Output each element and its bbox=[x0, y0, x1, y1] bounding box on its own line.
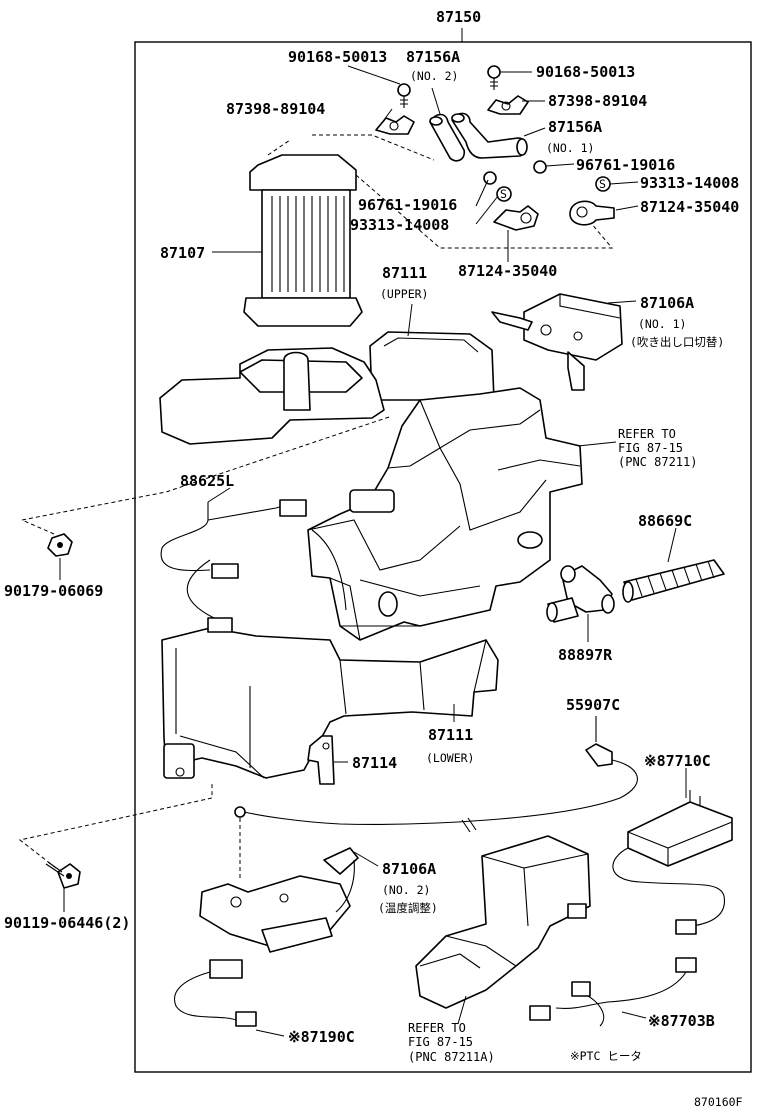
sensor-87190c-part[interactable] bbox=[174, 959, 257, 1027]
assembly-frame bbox=[134, 41, 752, 1073]
clamp-right-part[interactable] bbox=[487, 95, 529, 115]
label-wire-harness: 88625L bbox=[180, 472, 234, 490]
oring-left-part[interactable] bbox=[483, 171, 497, 185]
label-case-upper: 87111 bbox=[382, 264, 427, 282]
hose-part[interactable] bbox=[622, 559, 725, 603]
sensor-55907c-part[interactable] bbox=[234, 716, 638, 880]
bracket-part[interactable] bbox=[307, 735, 335, 785]
label-refer-bottom-2: FIG 87-15 bbox=[408, 1035, 473, 1049]
label-refer-top-3: (PNC 87211) bbox=[618, 455, 697, 469]
label-servo-no2-sub: (NO. 2) bbox=[382, 883, 430, 897]
clamp-left-part[interactable] bbox=[375, 115, 415, 135]
resistor-part[interactable] bbox=[612, 790, 733, 935]
pipe-no1-part[interactable] bbox=[451, 112, 528, 159]
label-servo-no1-sub: (NO. 1) bbox=[638, 317, 686, 331]
heater-core-part[interactable] bbox=[243, 154, 363, 327]
label-servo-no2-jp: (温度調整) bbox=[378, 901, 438, 915]
nut-part[interactable] bbox=[47, 533, 73, 557]
label-fig-code: 870160F bbox=[694, 1095, 743, 1109]
label-hose: 88669C bbox=[638, 512, 692, 530]
label-pipe-no2: 87156A bbox=[406, 48, 460, 66]
screw-top-part[interactable] bbox=[397, 83, 411, 108]
label-bracket: 87114 bbox=[352, 754, 397, 772]
label-refer-bottom-1: REFER TO bbox=[408, 1021, 466, 1035]
label-case-upper-sub: (UPPER) bbox=[380, 287, 428, 301]
label-ptc-heater: ※87703B bbox=[648, 1012, 715, 1030]
screw-bottom-part[interactable] bbox=[45, 861, 81, 889]
label-sensor-lower: ※87190C bbox=[288, 1028, 355, 1046]
water-valve-part[interactable] bbox=[546, 565, 615, 623]
servo-no2-part[interactable] bbox=[199, 847, 359, 953]
svg-text:S: S bbox=[500, 187, 507, 201]
ring-right-part[interactable]: S bbox=[595, 176, 611, 192]
label-screw-bottom: 90119-06446(2) bbox=[4, 914, 130, 932]
label-ring-right: 93313-14008 bbox=[640, 174, 739, 192]
ring-left-part[interactable]: S bbox=[496, 186, 512, 202]
clip-right-part[interactable] bbox=[569, 200, 615, 226]
label-clip-bottom: 87124-35040 bbox=[458, 262, 557, 280]
label-pipe-no1-sub: (NO. 1) bbox=[546, 141, 594, 155]
label-pipe-no2-sub: (NO. 2) bbox=[410, 69, 458, 83]
label-sensor-upper: 55907C bbox=[566, 696, 620, 714]
pipe-no2-part[interactable] bbox=[429, 113, 466, 162]
label-oring-right: 96761-19016 bbox=[576, 156, 675, 174]
ptc-heater-part[interactable] bbox=[529, 957, 697, 1027]
label-clip-right: 87124-35040 bbox=[640, 198, 739, 216]
case-lower-part[interactable] bbox=[161, 627, 499, 779]
label-clamp-left: 87398-89104 bbox=[226, 100, 325, 118]
clip-bottom-part[interactable] bbox=[493, 205, 539, 231]
label-ptc-note: ※PTC ヒータ bbox=[570, 1049, 642, 1063]
label-servo-no1-jp: (吹き出し口切替) bbox=[630, 335, 724, 349]
label-refer-top-2: FIG 87-15 bbox=[618, 441, 683, 455]
label-clamp-right: 87398-89104 bbox=[548, 92, 647, 110]
label-pipe-no1: 87156A bbox=[548, 118, 602, 136]
label-servo-no2: 87106A bbox=[382, 860, 436, 878]
servo-no1-part[interactable] bbox=[491, 293, 623, 391]
label-case-lower: 87111 bbox=[428, 726, 473, 744]
label-screw-top: 90168-50013 bbox=[288, 48, 387, 66]
case-upper-part[interactable] bbox=[369, 331, 495, 401]
label-ring-left: 93313-14008 bbox=[350, 216, 449, 234]
label-assembly: 87150 bbox=[436, 8, 481, 26]
label-resistor: ※87710C bbox=[644, 752, 711, 770]
label-screw-right: 90168-50013 bbox=[536, 63, 635, 81]
svg-text:S: S bbox=[599, 177, 606, 191]
label-case-lower-sub: (LOWER) bbox=[426, 751, 474, 765]
oring-right-part[interactable] bbox=[533, 160, 547, 174]
heater-unit-body[interactable] bbox=[159, 347, 583, 641]
screw-right-part[interactable] bbox=[487, 65, 501, 90]
label-refer-top-1: REFER TO bbox=[618, 427, 676, 441]
duct-lower-part[interactable] bbox=[415, 835, 591, 1009]
label-heater-core: 87107 bbox=[160, 244, 205, 262]
wire-harness-part[interactable] bbox=[160, 499, 307, 633]
label-nut: 90179-06069 bbox=[4, 582, 103, 600]
label-servo-no1: 87106A bbox=[640, 294, 694, 312]
label-valve: 88897R bbox=[558, 646, 613, 664]
label-oring-left: 96761-19016 bbox=[358, 196, 457, 214]
label-refer-bottom-3: (PNC 87211A) bbox=[408, 1050, 495, 1064]
